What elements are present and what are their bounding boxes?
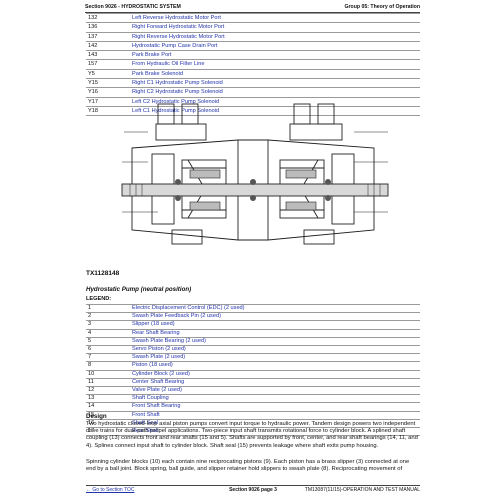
section-toc-link[interactable]: ← Go to Section TOC xyxy=(86,487,135,493)
legend-number: 136 xyxy=(86,22,130,33)
legend-label: Rear Shaft xyxy=(130,427,420,437)
legend-label: Center Shaft Bearing xyxy=(130,377,420,388)
legend-label: Slipper (18 used) xyxy=(130,320,420,330)
legend-number: 7 xyxy=(86,353,130,363)
group-title: Group 05: Theory of Operation xyxy=(344,4,420,10)
design-paragraph-1: Two hydrostatic closed-loop axial piston… xyxy=(86,421,418,449)
legend-label: Front Shaft Bearing xyxy=(130,402,420,412)
figure-id: TX1128148 xyxy=(86,270,120,277)
legend-label: Left C1 Hydrostatic Pump Solenoid xyxy=(130,105,420,117)
legend-number: 6 xyxy=(86,345,130,355)
legend-label: Swash Plate (2 used) xyxy=(130,353,420,363)
legend-label: Swash Plate Bearing (2 used) xyxy=(130,336,420,347)
legend-number: Y18 xyxy=(86,105,130,117)
legend-label: Front Shaft xyxy=(130,410,420,420)
legend-label: Right C2 Hydrostatic Pump Solenoid xyxy=(130,87,420,98)
legend-number: 17 xyxy=(86,427,130,437)
legend-number: Y15 xyxy=(86,78,130,89)
legend-label: Swash Plate Feedback Pin (2 used) xyxy=(130,312,420,322)
legend-number: 137 xyxy=(86,31,130,42)
section-title: Section 9026 - HYDROSTATIC SYSTEM xyxy=(85,4,181,10)
legend-label: Electric Displacement Control (EDC) (2 u… xyxy=(130,303,420,314)
legend-number: 10 xyxy=(86,369,130,379)
legend-label: Right Reverse Hydrostatic Motor Port xyxy=(130,31,420,42)
legend-number: 142 xyxy=(86,40,130,52)
legend-label: Right Forward Hydrostatic Motor Port xyxy=(130,22,420,33)
legend-label: Left Reverse Hydrostatic Motor Port xyxy=(130,12,420,24)
legend-number: 13 xyxy=(86,394,130,404)
legend-label: Park Brake Solenoid xyxy=(130,68,420,80)
legend-label: Hydrostatic Pump Case Drain Port xyxy=(130,40,420,52)
manual-id: TM13087(11/15)-OPERATION AND TEST MANUAL xyxy=(304,487,420,493)
legend-number: 4 xyxy=(86,328,130,338)
legend-number: 11 xyxy=(86,377,130,388)
legend-number: 1 xyxy=(86,303,130,314)
legend-number: 5 xyxy=(86,336,130,347)
legend-number: 12 xyxy=(86,386,130,396)
legend-label: Park Brake Port xyxy=(130,50,420,61)
legend-number: Y16 xyxy=(86,87,130,98)
design-heading: Design xyxy=(86,413,107,420)
page-header: Section 9026 - HYDROSTATIC SYSTEM Group … xyxy=(85,4,420,13)
legend-label: Rear Shaft Bearing xyxy=(130,328,420,338)
legend-number: 157 xyxy=(86,59,130,70)
legend-label: Servo Piston (2 used) xyxy=(130,345,420,355)
legend-label: Piston (18 used) xyxy=(130,361,420,371)
legend-title: LEGEND: xyxy=(86,296,112,302)
legend-number: 8 xyxy=(86,361,130,371)
legend-number: 14 xyxy=(86,402,130,412)
legend-label: Shaft Coupling xyxy=(130,394,420,404)
page-number: Section 9026 page 3 xyxy=(229,487,277,493)
legend-label: Right C1 Hydrostatic Pump Solenoid xyxy=(130,78,420,89)
legend-label: Valve Plate (2 used) xyxy=(130,386,420,396)
legend-number: 3 xyxy=(86,320,130,330)
legend-number: 143 xyxy=(86,50,130,61)
legend-number: Y5 xyxy=(86,68,130,80)
figure-caption: Hydrostatic Pump (neutral position) xyxy=(86,286,192,293)
page-footer: ← Go to Section TOC Section 9026 page 3 … xyxy=(86,485,420,495)
design-paragraph-2: Spinning cylinder blocks (10) each conta… xyxy=(86,459,410,473)
legend-label: Cylinder Block (2 used) xyxy=(130,369,420,379)
legend-number: 132 xyxy=(86,12,130,24)
legend-number: 2 xyxy=(86,312,130,322)
legend-label: From Hydraulic Oil Filter Line xyxy=(130,59,420,70)
pump-cross-section-drawing xyxy=(121,103,389,245)
